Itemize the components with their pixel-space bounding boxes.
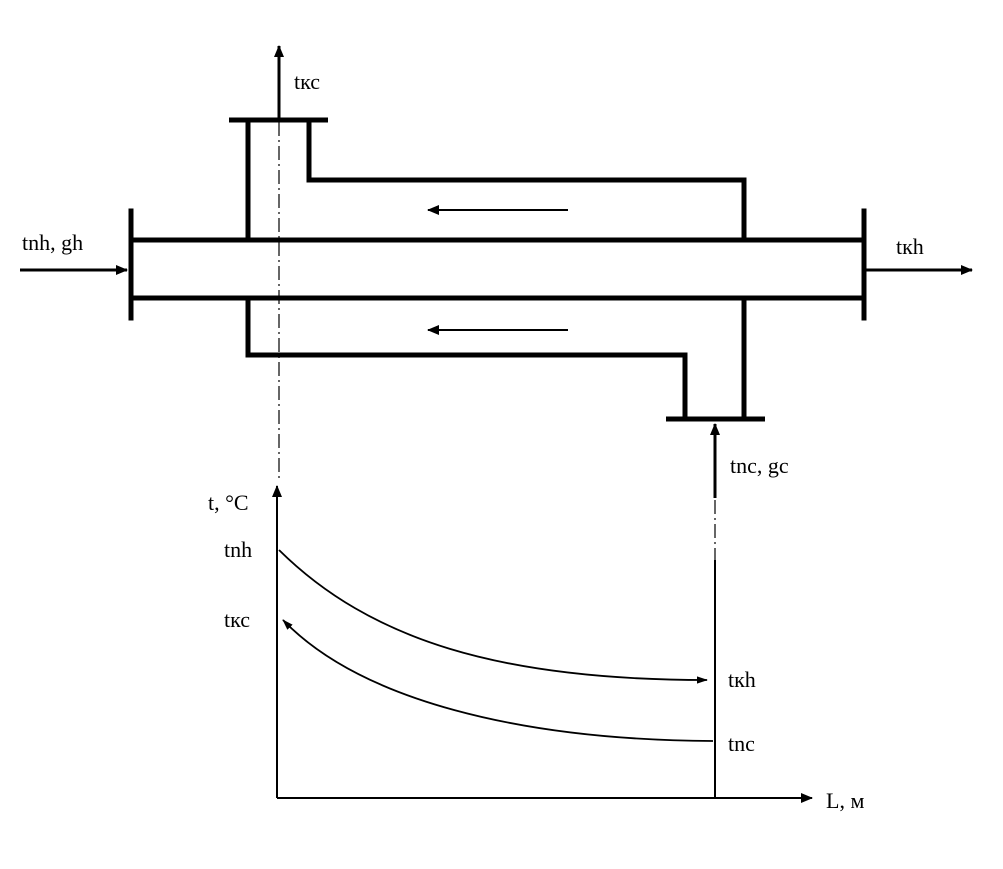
shell-bottom-wall (245, 298, 688, 419)
hot-fluid-curve (278, 549, 708, 684)
outer-shell (229, 117, 765, 422)
shell-top-wall (306, 120, 747, 240)
label-y-tkc: tкс (224, 607, 250, 632)
label-hot-outlet: tкh (896, 234, 924, 259)
label-y-axis: t, °C (208, 490, 249, 515)
label-x-axis: L, м (826, 788, 864, 813)
label-hot-inlet: tnh, gh (22, 230, 83, 255)
label-cold-inlet: tnc, gc (730, 453, 789, 478)
cold-fluid-curve (282, 619, 714, 742)
label-end-tkh: tкh (728, 667, 756, 692)
label-cold-outlet-top: tкс (294, 69, 320, 94)
inner-tube (128, 208, 867, 321)
label-y-tnh: tnh (224, 537, 252, 562)
label-end-tnc: tnc (728, 731, 755, 756)
